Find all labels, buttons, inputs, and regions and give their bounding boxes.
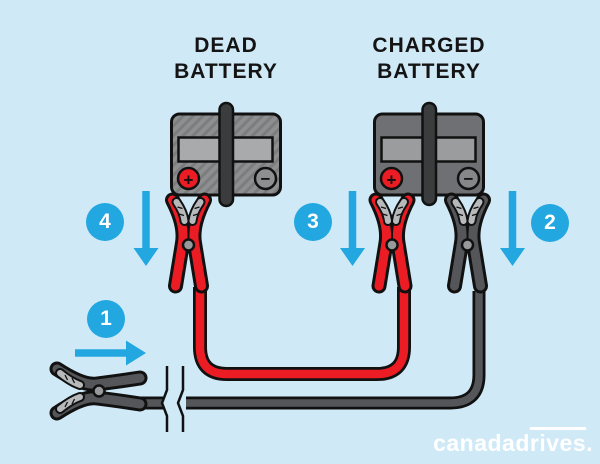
- arrow-down-step4-icon: [133, 191, 159, 266]
- negative-sign: −: [261, 170, 271, 189]
- charged-battery-title-line1: CHARGED: [372, 34, 486, 57]
- step-3-number: 3: [307, 210, 319, 233]
- charged-battery: + −: [373, 101, 485, 207]
- logo-text-overline: rives: [529, 430, 587, 456]
- step-2-badge: 2: [531, 204, 569, 242]
- step-4-number: 4: [99, 210, 111, 233]
- dead-battery-title-line2: BATTERY: [174, 60, 278, 83]
- step-3-badge: 3: [294, 203, 332, 241]
- negative-sign: −: [464, 170, 474, 189]
- step-arrows: [75, 191, 525, 366]
- red-jumper-cable: [193, 287, 411, 381]
- step-1-number: 1: [100, 307, 112, 330]
- dead-battery: + −: [170, 101, 282, 208]
- arrow-right-step1-icon: [75, 340, 146, 366]
- arrow-down-step3-icon: [340, 191, 365, 266]
- black-jumper-cable: [139, 291, 486, 410]
- charged-battery-negative-terminal: [456, 166, 481, 191]
- canada-drives-logo: canadadrives.: [433, 430, 593, 457]
- dead-battery-title: DEAD BATTERY: [126, 33, 326, 85]
- positive-sign: +: [184, 171, 194, 190]
- dead-battery-negative-terminal: [253, 166, 278, 191]
- black-clamp-ground-loose: [57, 369, 140, 413]
- positive-sign: +: [387, 171, 397, 190]
- dead-battery-strap: [218, 101, 235, 208]
- step-4-badge: 4: [86, 203, 124, 241]
- charged-battery-title: CHARGED BATTERY: [329, 33, 529, 85]
- charged-battery-strap: [421, 101, 438, 207]
- step-2-number: 2: [544, 211, 556, 234]
- logo-period: .: [586, 430, 593, 456]
- black-clamp-charged-negative: [452, 200, 484, 286]
- step-1-badge: 1: [87, 300, 125, 338]
- cable-break-mark: [160, 366, 185, 432]
- charged-battery-title-line2: BATTERY: [377, 60, 481, 83]
- charged-battery-positive-terminal: [379, 166, 404, 191]
- dead-battery-positive-terminal: [176, 166, 201, 191]
- arrow-down-step2-icon: [500, 191, 525, 266]
- dead-battery-title-line1: DEAD: [194, 34, 258, 57]
- logo-text: canadad: [433, 430, 530, 456]
- red-clamp-charged-positive: [376, 200, 408, 286]
- red-clamp-dead-positive: [173, 200, 205, 286]
